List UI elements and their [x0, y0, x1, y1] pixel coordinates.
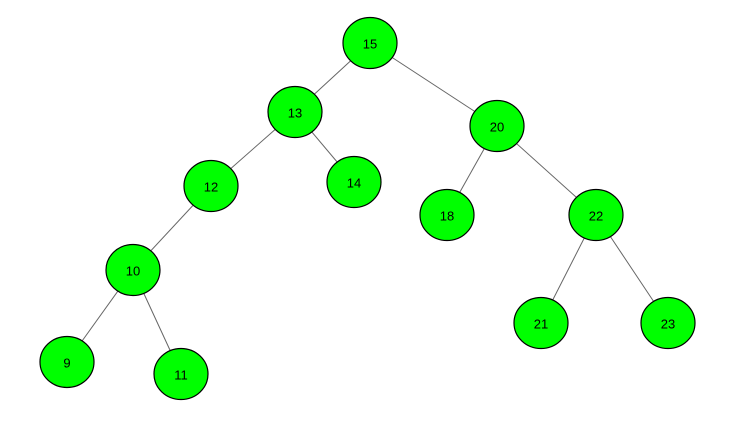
tree-node-21: 21	[513, 296, 569, 350]
node-label: 10	[126, 264, 140, 279]
node-circle	[640, 296, 696, 350]
tree-node-18: 18	[419, 188, 475, 242]
node-label: 15	[363, 37, 377, 52]
tree-node-13: 13	[267, 85, 323, 139]
node-circle	[326, 155, 382, 209]
node-circle	[513, 296, 569, 350]
node-label: 21	[534, 317, 548, 332]
tree-node-20: 20	[469, 99, 525, 153]
tree-node-11: 11	[153, 347, 209, 401]
node-label: 13	[288, 106, 302, 121]
node-label: 18	[440, 209, 454, 224]
tree-node-15: 15	[342, 16, 398, 70]
node-label: 9	[63, 356, 70, 371]
tree-node-22: 22	[568, 188, 624, 242]
tree-node-14: 14	[326, 155, 382, 209]
node-circle	[342, 16, 398, 70]
node-circle	[105, 243, 161, 297]
node-label: 11	[174, 368, 188, 383]
node-circle	[39, 335, 95, 389]
node-label: 12	[204, 180, 218, 195]
tree-node-10: 10	[105, 243, 161, 297]
tree-node-12: 12	[183, 159, 239, 213]
tree-node-23: 23	[640, 296, 696, 350]
node-label: 20	[490, 120, 504, 135]
node-circle	[469, 99, 525, 153]
node-label: 23	[661, 317, 675, 332]
node-circle	[153, 347, 209, 401]
node-circle	[183, 159, 239, 213]
node-circle	[568, 188, 624, 242]
node-circle	[419, 188, 475, 242]
tree-node-9: 9	[39, 335, 95, 389]
node-label: 22	[589, 209, 603, 224]
node-circle	[267, 85, 323, 139]
node-label: 14	[347, 176, 361, 191]
nodes-layer: 15 13 20 12 14 18 22 10 21 23 9 11	[39, 16, 696, 401]
